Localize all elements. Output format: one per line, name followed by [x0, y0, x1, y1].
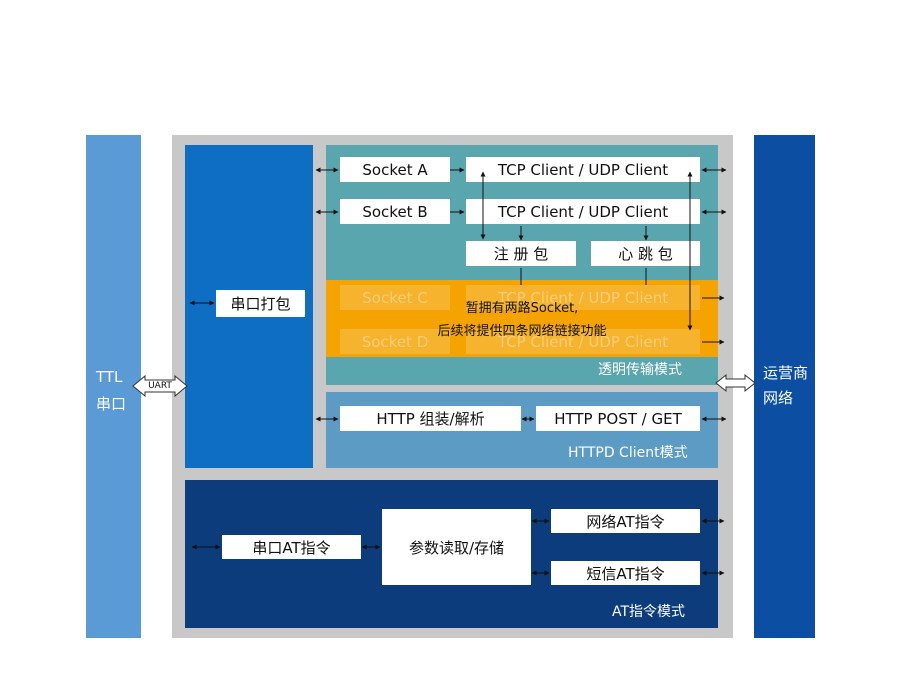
register-packet-box: 注 册 包: [466, 241, 576, 266]
sms-at-box: 短信AT指令: [551, 561, 700, 585]
client-d-box: TCP Client / UDP Client: [466, 329, 700, 354]
socket-c-box: Socket C: [340, 285, 450, 310]
serial-at-box: 串口AT指令: [222, 535, 361, 559]
serial-pack-box: 串口打包: [216, 290, 305, 317]
network-at-box: 网络AT指令: [551, 509, 700, 533]
socket-a-box: Socket A: [340, 157, 450, 182]
client-b-box: TCP Client / UDP Client: [466, 199, 700, 224]
network-label: 网络: [763, 389, 794, 407]
at-mode-label: AT指令模式: [612, 604, 686, 620]
notice-band: [326, 280, 718, 357]
uart-label: UART: [148, 381, 172, 391]
transparent-mode-label: 透明传输模式: [598, 362, 682, 378]
carrier-network-bar: [754, 135, 815, 638]
http-assemble-box: HTTP 组装/解析: [340, 406, 521, 431]
notice-text-2: 后续将提供四条网络链接功能: [437, 324, 607, 339]
socket-b-box: Socket B: [340, 199, 450, 224]
client-a-box: TCP Client / UDP Client: [466, 157, 700, 182]
notice-text-1: 暂拥有两路Socket,: [465, 301, 579, 316]
ttl-label: TTL: [96, 368, 123, 386]
heartbeat-packet-box: 心 跳 包: [591, 241, 700, 266]
ttl-serial-bar: [86, 135, 141, 638]
carrier-label: 运营商: [763, 364, 809, 382]
serial-port-label: 串口: [96, 395, 127, 413]
httpd-mode-label: HTTPD Client模式: [568, 445, 688, 461]
client-c-box: TCP Client / UDP Client: [466, 285, 700, 310]
http-post-get-box: HTTP POST / GET: [536, 406, 700, 431]
param-rw-box: 参数读取/存储: [382, 509, 531, 585]
socket-d-box: Socket D: [340, 329, 450, 354]
